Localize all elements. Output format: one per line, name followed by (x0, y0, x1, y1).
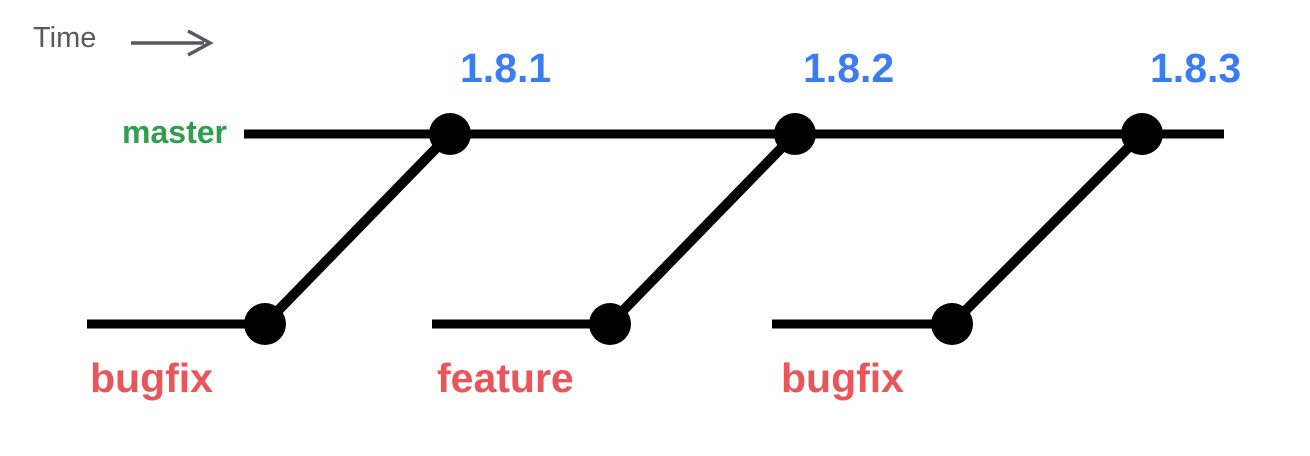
merge-line-bugfix-2-to-1-8-3 (948, 130, 1146, 328)
release-tag-1-8-2: 1.8.2 (803, 45, 895, 91)
commit-dot-1-8-3 (1121, 113, 1163, 155)
branch-label-bugfix-1: bugfix (90, 355, 213, 401)
merge-line-feature-to-1-8-2 (606, 130, 799, 328)
master-branch-label: master (122, 114, 227, 150)
commit-dot-1-8-2 (774, 113, 816, 155)
commit-dot-feature (589, 303, 631, 345)
commit-dot-bugfix-2 (931, 303, 973, 345)
merge-line-bugfix-1-to-1-8-1 (261, 130, 454, 328)
branch-label-feature: feature (437, 355, 574, 401)
commit-dot-1-8-1 (429, 113, 471, 155)
release-tag-1-8-1: 1.8.1 (460, 45, 552, 91)
time-axis-label: Time (33, 22, 97, 54)
release-tag-1-8-3: 1.8.3 (1150, 45, 1242, 91)
branch-label-bugfix-2: bugfix (781, 355, 904, 401)
commit-dot-bugfix-1 (244, 303, 286, 345)
time-arrow-icon (131, 29, 214, 57)
